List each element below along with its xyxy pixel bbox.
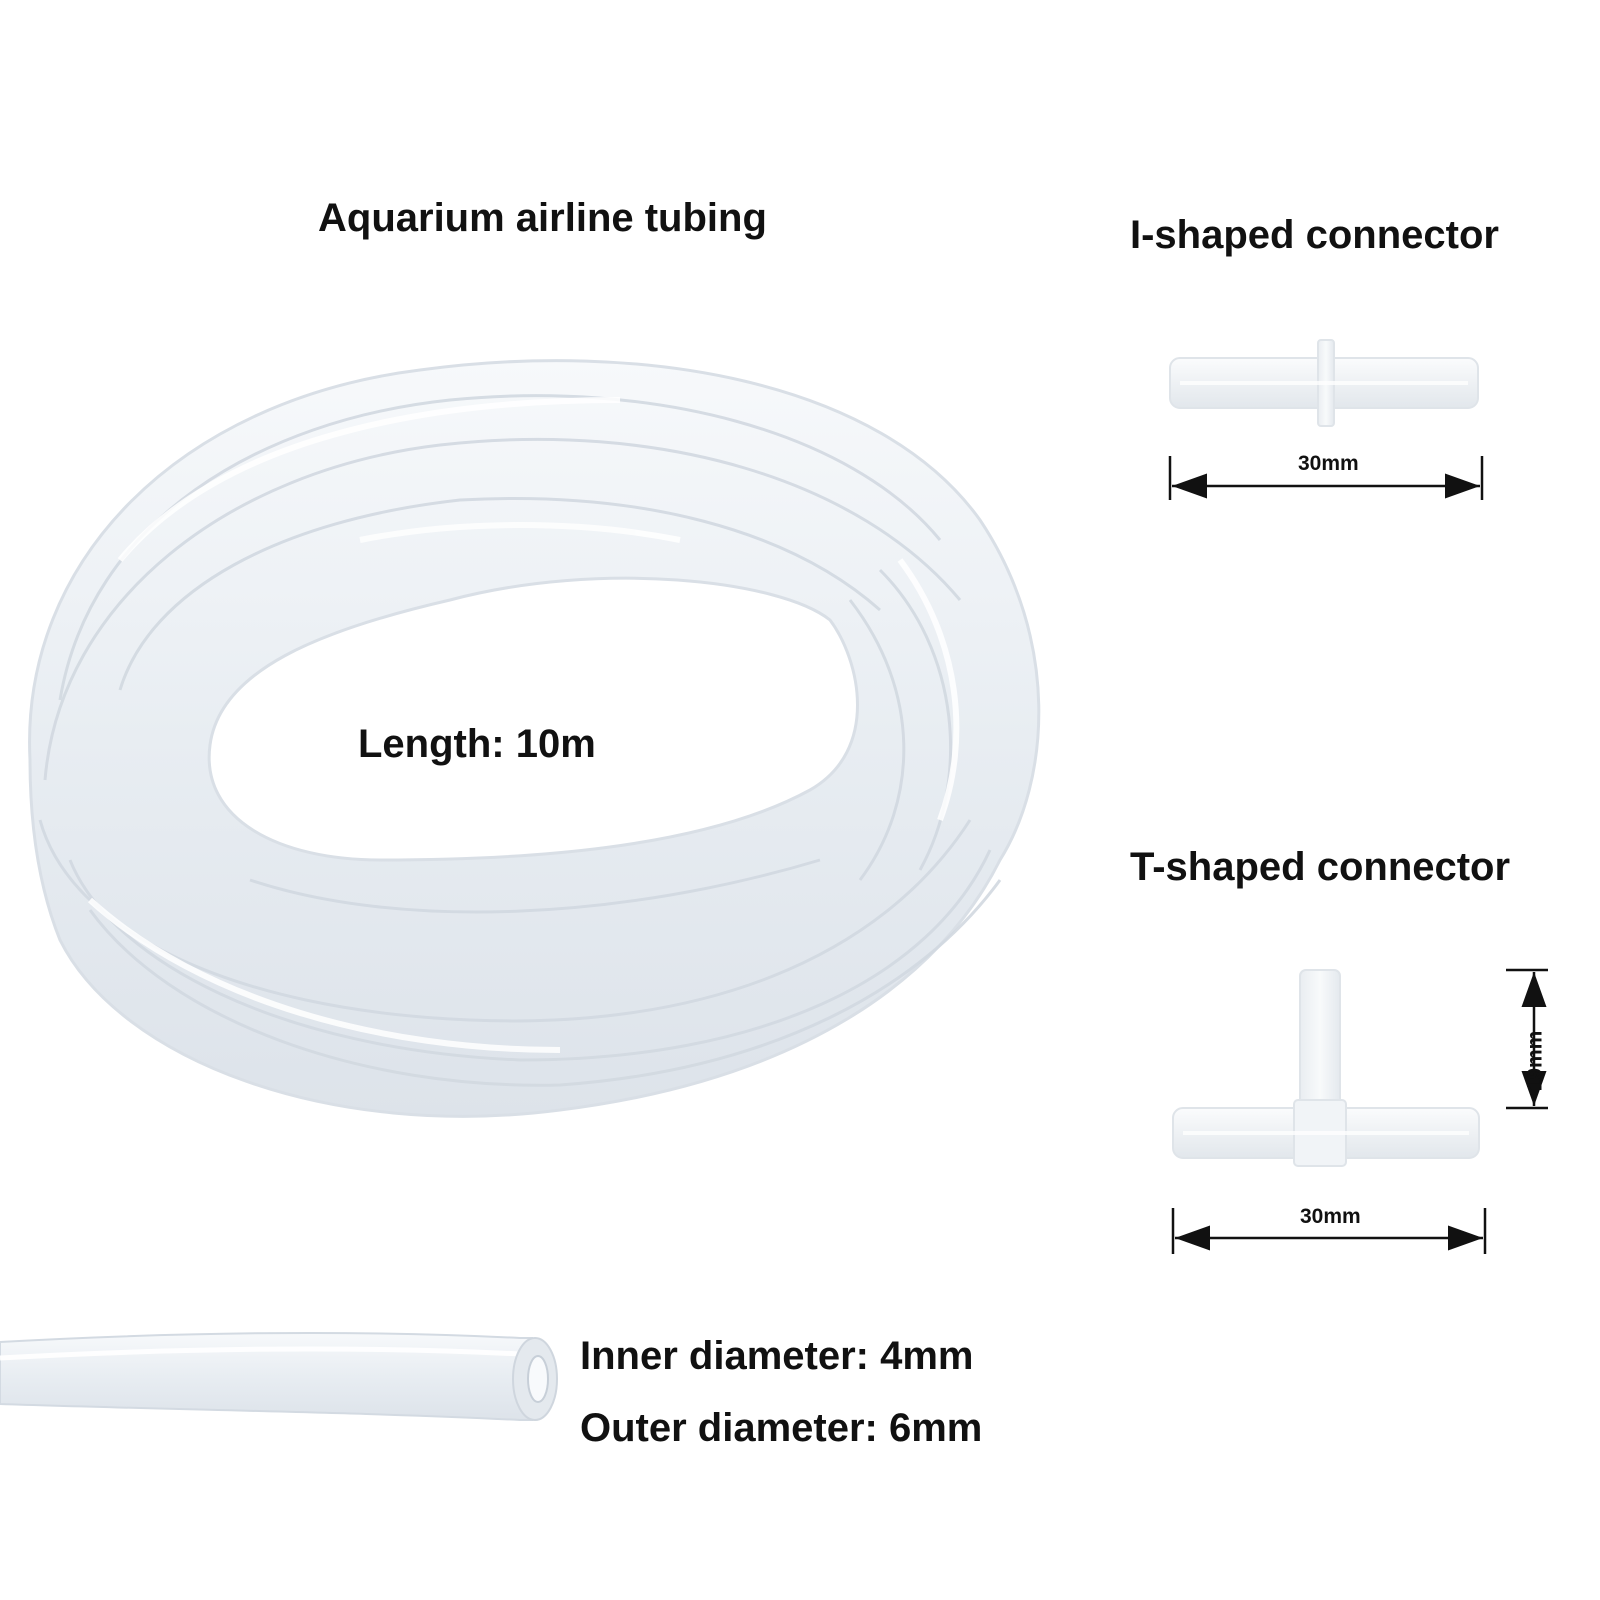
t-connector-image — [1172, 969, 1480, 1167]
inner-diameter-label: Inner diameter: 4mm — [580, 1334, 974, 1378]
outer-diameter-label: Outer diameter: 6mm — [580, 1406, 983, 1450]
t-connector-title: T-shaped connector — [1130, 845, 1511, 889]
t-connector-dimension — [1171, 968, 1548, 1254]
i-connector-width-label: 30mm — [1298, 452, 1359, 475]
tubing-coil-image — [28, 359, 1041, 1118]
t-connector-width-label: 30mm — [1300, 1205, 1361, 1228]
tube-cross-section-image — [0, 1332, 558, 1421]
length-label: Length: 10m — [358, 722, 596, 766]
tubing-title: Aquarium airline tubing — [318, 196, 767, 240]
i-connector-image — [1169, 339, 1479, 427]
i-connector-dimension — [1168, 456, 1484, 500]
t-connector-height-label: 19mm — [1523, 1030, 1547, 1092]
i-connector-title: I-shaped connector — [1130, 213, 1499, 257]
